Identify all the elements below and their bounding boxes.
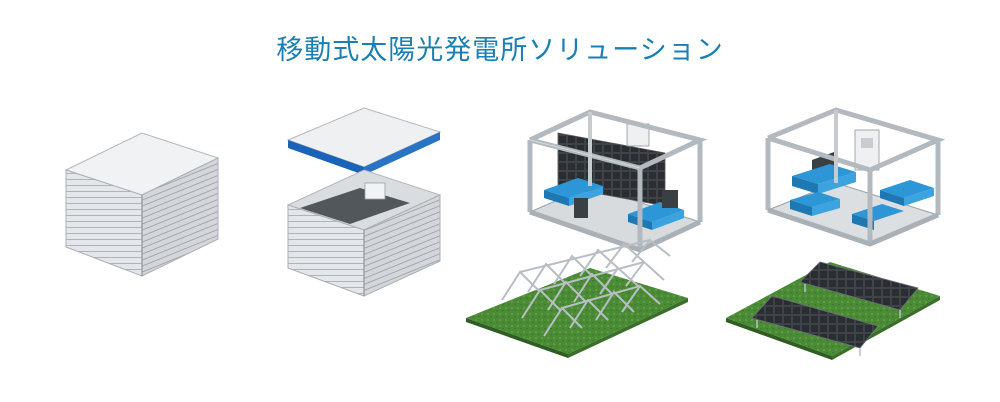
grass-solar-panels xyxy=(726,261,940,360)
frame-container-storage xyxy=(527,109,708,253)
page-title: 移動式太陽光発電所ソリューション xyxy=(276,35,724,66)
exploded-container xyxy=(286,107,442,297)
grass-mounting-racks xyxy=(466,238,688,358)
frame-container-inverter xyxy=(765,107,946,247)
closed-container xyxy=(64,132,220,277)
